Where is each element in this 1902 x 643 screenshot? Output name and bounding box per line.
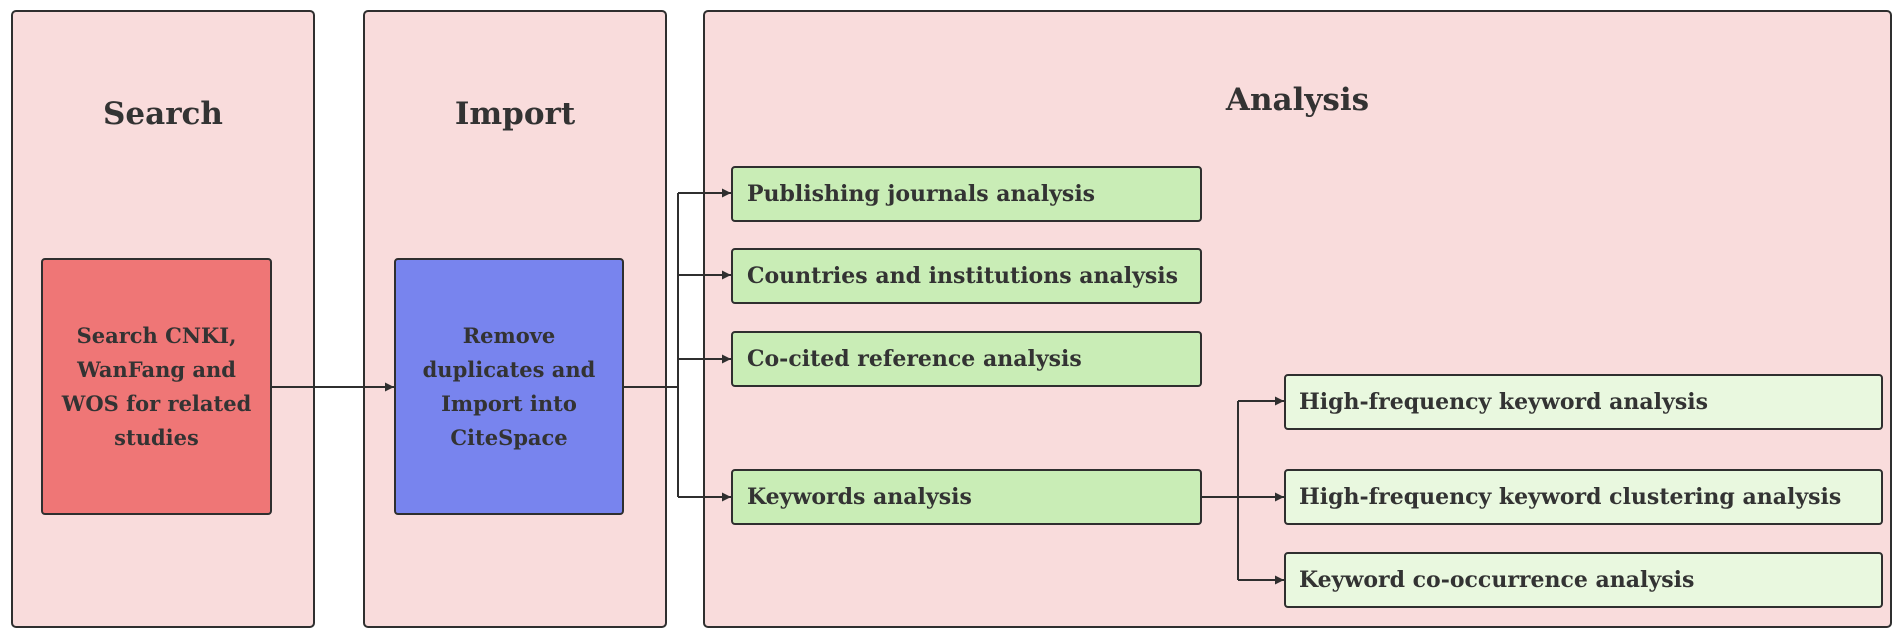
keyword-co-occurrence-analysis-node: Keyword co-occurrence analysis — [1284, 552, 1883, 608]
keywords-analysis-node: Keywords analysis — [731, 469, 1202, 525]
publishing-journals-analysis-node: Publishing journals analysis — [731, 166, 1202, 222]
remove-duplicates-node: Remove duplicates and Import into CiteSp… — [394, 258, 624, 515]
search-databases-node: Search CNKI, WanFang and WOS for related… — [41, 258, 272, 515]
search-panel-title: Search — [103, 96, 223, 132]
countries-institutions-analysis-node: Countries and institutions analysis — [731, 248, 1202, 304]
analysis-panel: Analysis — [703, 10, 1892, 628]
analysis-panel-title: Analysis — [1225, 82, 1370, 118]
import-panel-title: Import — [454, 96, 576, 132]
keyword-clustering-analysis-node: High-frequency keyword clustering analys… — [1284, 469, 1883, 525]
high-frequency-keyword-analysis-node: High-frequency keyword analysis — [1284, 374, 1883, 430]
co-cited-reference-analysis-node: Co-cited reference analysis — [731, 331, 1202, 387]
